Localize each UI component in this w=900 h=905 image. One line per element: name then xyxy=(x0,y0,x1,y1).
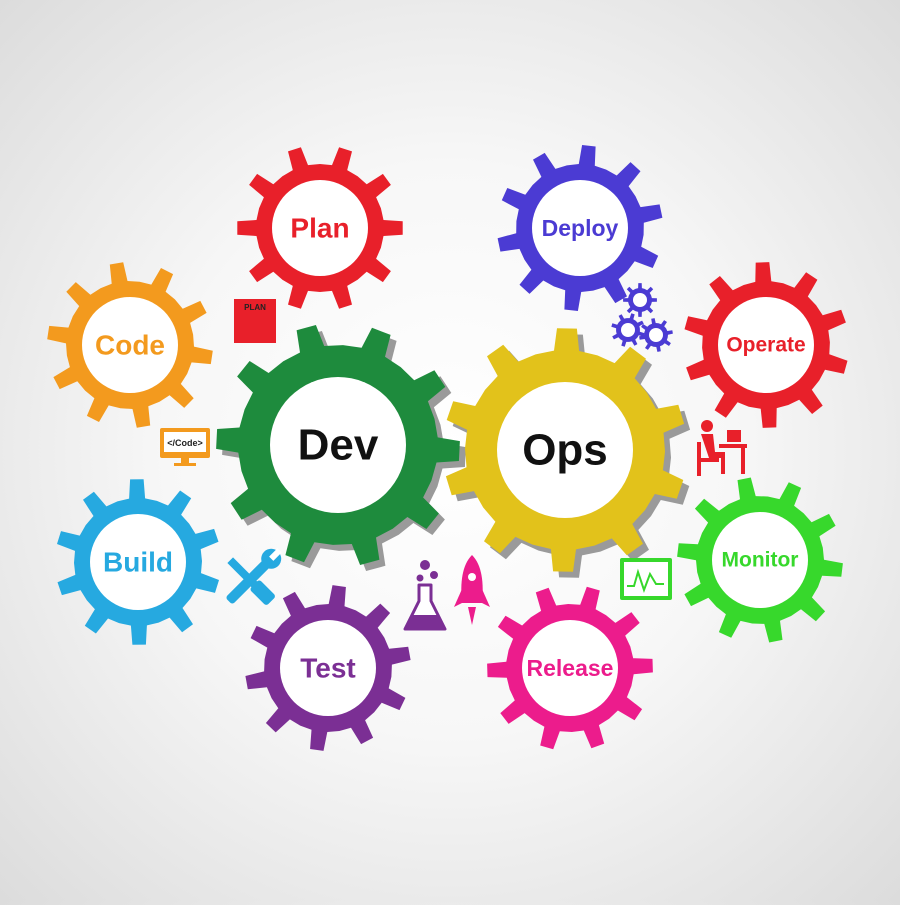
plan-step xyxy=(264,334,272,340)
flask-bubble xyxy=(430,571,438,579)
code-monitor-neck xyxy=(181,458,189,463)
screwdriver-shaft xyxy=(227,557,259,589)
icon-layer: PLAN </Code> xyxy=(160,283,747,631)
rocket-fin xyxy=(482,589,490,607)
code-monitor-screen xyxy=(164,432,206,452)
person-desk-icon xyxy=(697,420,747,476)
plan-board-text: PLAN xyxy=(244,303,266,312)
gear-center xyxy=(718,297,814,393)
flask-icon xyxy=(403,560,447,631)
gear-center xyxy=(497,382,633,518)
plan-board-icon: PLAN xyxy=(234,299,276,343)
gear-code: Code xyxy=(47,262,213,428)
chair-seat xyxy=(697,458,719,462)
gear-test: Test xyxy=(245,585,411,751)
flask-liquid xyxy=(405,615,445,629)
gear-center xyxy=(82,297,178,393)
flask-bubble xyxy=(420,560,430,570)
desk-monitor xyxy=(727,430,741,442)
person-body xyxy=(701,434,725,458)
person-leg xyxy=(721,458,725,474)
cog-hole xyxy=(633,293,647,307)
rocket-icon xyxy=(454,555,490,625)
desk-top xyxy=(719,444,747,448)
gear-dev: Dev xyxy=(216,325,466,571)
tools-icon xyxy=(226,548,282,605)
gear-label: Plan xyxy=(290,213,349,244)
gear-label: Ops xyxy=(522,426,608,475)
gear-deploy: Deploy xyxy=(497,145,663,311)
gear-label: Release xyxy=(527,655,614,681)
gear-center xyxy=(712,512,808,608)
code-monitor-text: </Code> xyxy=(167,438,203,448)
gear-center xyxy=(532,180,628,276)
gear-label: Dev xyxy=(298,421,379,470)
gear-center xyxy=(522,620,618,716)
flask-bubble xyxy=(416,574,424,582)
wrench-slot xyxy=(269,548,282,561)
desk-leg xyxy=(741,448,745,474)
gear-center xyxy=(280,620,376,716)
gear-ops: Ops xyxy=(445,328,691,578)
plan-step xyxy=(256,328,264,334)
cogs-icon xyxy=(611,283,673,352)
code-monitor-base xyxy=(174,463,196,466)
gear-label: Deploy xyxy=(542,215,619,241)
gear-build: Build xyxy=(57,479,219,645)
gear-center xyxy=(272,180,368,276)
cog-hole xyxy=(649,328,663,342)
gear-label: Build xyxy=(103,547,173,578)
code-monitor-icon: </Code> xyxy=(160,428,210,466)
gear-plan: Plan xyxy=(237,147,403,309)
gear-label: Monitor xyxy=(722,549,799,572)
rocket-window xyxy=(468,573,476,581)
chart-monitor-screen xyxy=(624,562,668,596)
gear-operate: Operate xyxy=(684,262,848,428)
cog-hole xyxy=(621,323,635,337)
chart-monitor-line xyxy=(627,568,664,593)
plan-step xyxy=(240,316,248,322)
rocket-fin xyxy=(454,589,462,607)
gear-label: Operate xyxy=(726,334,805,357)
rocket-flame xyxy=(468,607,476,625)
gear-release: Release xyxy=(487,586,653,750)
person-head xyxy=(701,420,713,432)
gear-label: Test xyxy=(300,653,356,684)
gear-center xyxy=(270,377,406,513)
gear-monitor: Monitor xyxy=(677,477,843,643)
chart-monitor-icon xyxy=(620,558,672,600)
gear-center xyxy=(90,514,186,610)
plan-step xyxy=(248,322,256,328)
screwdriver-handle xyxy=(250,580,275,605)
gear-label: Code xyxy=(95,330,165,361)
